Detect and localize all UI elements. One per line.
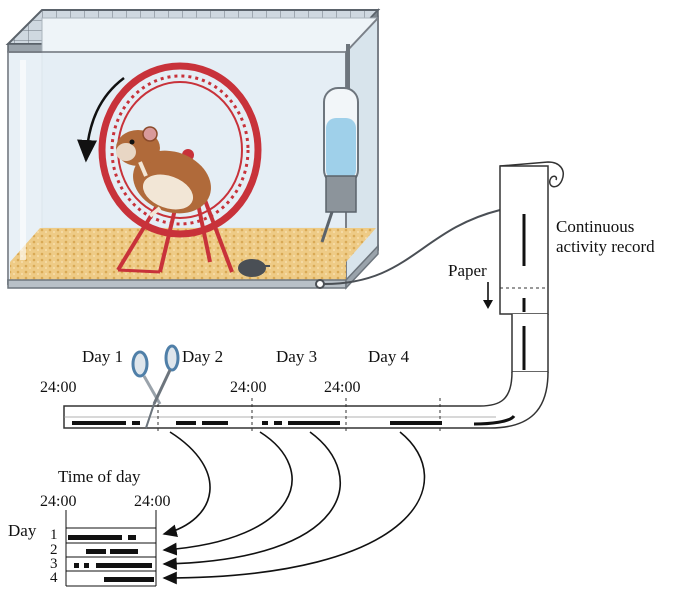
actogram-row-3: 3 [50, 556, 58, 572]
rotation-arrow-icon [77, 77, 125, 163]
actogram-left-time: 24:00 [40, 493, 77, 510]
day2-label: Day 2 [182, 347, 224, 366]
actogram [65, 510, 157, 587]
hamster-cage [5, 8, 381, 290]
record-label-line2: activity record [556, 237, 655, 256]
day-axis-label: Day [8, 521, 37, 540]
activity-strip [63, 371, 549, 432]
paper-down-arrow-icon [483, 282, 493, 309]
sensor-icon [238, 259, 325, 289]
actogram-row-4: 4 [50, 570, 58, 586]
hamster-icon [116, 126, 211, 218]
sensor-cable [323, 209, 501, 285]
time-of-day-label: Time of day [58, 467, 141, 486]
actogram-right-time: 24:00 [134, 493, 171, 510]
paper-label: Paper [448, 261, 487, 280]
time-24-label-b: 24:00 [230, 379, 267, 396]
water-bottle-icon [320, 44, 359, 243]
scissors-icon [131, 344, 180, 429]
day3-label: Day 3 [276, 347, 318, 366]
actogram-row-2: 2 [50, 542, 58, 558]
actogram-row-1: 1 [50, 527, 58, 543]
time-24-label-a: 24:00 [40, 379, 77, 396]
time-24-label-c: 24:00 [324, 379, 361, 396]
mapping-arrows [162, 431, 426, 585]
day1-label: Day 1 [82, 347, 124, 366]
record-label-line1: Continuous [556, 217, 635, 236]
paper-roll-icon [499, 161, 564, 373]
day4-label: Day 4 [368, 347, 410, 366]
cage-bedding [10, 228, 376, 262]
